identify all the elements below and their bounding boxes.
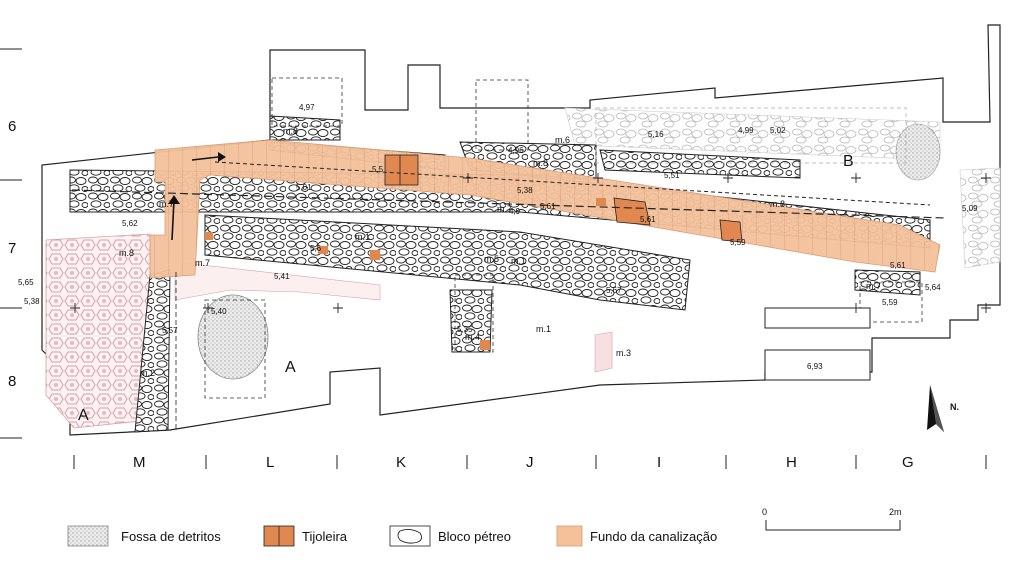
legend: Fossa de detritos Tijoleira Bloco pétreo… [67,525,717,547]
north-label: N. [950,402,959,412]
elevation-label: 5,64 [925,283,941,292]
row-axis: 6 7 8 [0,48,22,439]
channel-bottom [149,139,941,279]
elevation-label: 5,16 [648,130,664,139]
north-arrow: N. [927,385,959,432]
elevation-label: 5,61 [640,215,656,224]
elevation-label: 5,6 [310,244,322,253]
zone-label-b: B [843,153,854,170]
elevation-label: 5,51 [664,171,680,180]
structure-label: m.1 [536,324,551,334]
elevation-label: 5,59 [730,238,746,247]
elevation-label: 4,96 [508,146,524,155]
column-label-k: K [396,454,406,471]
structure-label: m.5 [484,254,499,264]
column-label-i: I [657,454,661,471]
faint-structures [564,107,1001,269]
structure-label: m.7 [159,199,174,209]
elevation-label: 5,5 [372,165,384,174]
structure-label: m.8 [119,248,134,258]
structure-label: m.7 [866,281,881,291]
zone-label-a: A [285,359,296,376]
lower-boxes [764,307,871,381]
elevation-label: 5,01 [296,183,312,192]
structure-label: m.1 [355,232,370,242]
legend-label-channel: Fundo da canalização [590,529,717,544]
debris-pit [197,294,269,380]
column-label-j: J [526,454,534,471]
structure-label: m.7 [497,204,512,214]
elevation-label: 5,61 [890,261,906,270]
flow-arrows [168,152,226,241]
column-label-h: H [786,454,797,471]
zone-label-a-left: A [78,407,89,424]
elevation-label: 5,67 [606,286,622,295]
structure-label: m.2 [140,368,155,378]
elevation-label: 5,57 [162,326,178,335]
elevation-labels: 4,97 4,96 4,99 5,16 5,02 5,5 5,01 5,38 5… [18,103,978,371]
row-label-7: 7 [8,240,16,257]
grid-crosses [70,173,991,313]
structure-label: m.8 [283,126,298,136]
column-axis: M L K J I H G [73,454,987,471]
structure-label: m.8 [533,158,548,168]
elevation-label: 5,41 [274,272,290,281]
elevation-label: 5,59 [882,298,898,307]
elevation-label: 5,40 [211,307,227,316]
row-label-8: 8 [8,373,16,390]
structure-label: m.8 [770,199,785,209]
row-label-6: 6 [8,118,16,135]
column-label-g: G [902,454,914,471]
elevation-label: 4,99 [738,126,754,135]
scale-start-label: 0 [762,507,767,517]
elevation-label: 5,62 [122,219,138,228]
elevation-label: 4,97 [299,103,315,112]
elevation-label: 5,38 [517,186,533,195]
column-label-m: M [133,454,146,471]
scale-bar: 0 2m [762,507,902,531]
column-label-l: L [266,454,274,471]
structure-labels: m.8 m.8 m.8 m.8 m.7 m.7 m.7 m.7 m.1 m.1 … [119,126,881,378]
elevation-label: 6,93 [807,362,823,371]
elevation-label: 5,61 [540,202,556,211]
reference-lines [71,77,946,430]
elevation-label: 5,65 [18,278,34,287]
elevation-label: 5,38 [24,297,40,306]
legend-label-stone: Bloco pétreo [438,529,511,544]
elevation-label: 4,9 [509,207,521,216]
elevation-label: 5,35 [457,325,473,334]
tile-pieces [205,154,743,350]
structure-label: m.6 [555,135,570,145]
legend-label-tile: Tijoleira [302,529,348,544]
mosaic-floor [45,233,613,429]
legend-swatch-debris-pit [67,525,109,547]
elevation-label: 5,09 [962,204,978,213]
elevation-label: 5,02 [770,126,786,135]
structure-label: m.4 [465,332,480,342]
excavation-outline [41,24,1001,436]
structure-label: m.3 [616,348,631,358]
structure-label: m.1 [511,256,526,266]
legend-swatch-channel [556,525,583,547]
structure-label: m.7 [195,258,210,268]
legend-label-debris-pit: Fossa de detritos [121,529,221,544]
scale-end-label: 2m [889,507,902,517]
